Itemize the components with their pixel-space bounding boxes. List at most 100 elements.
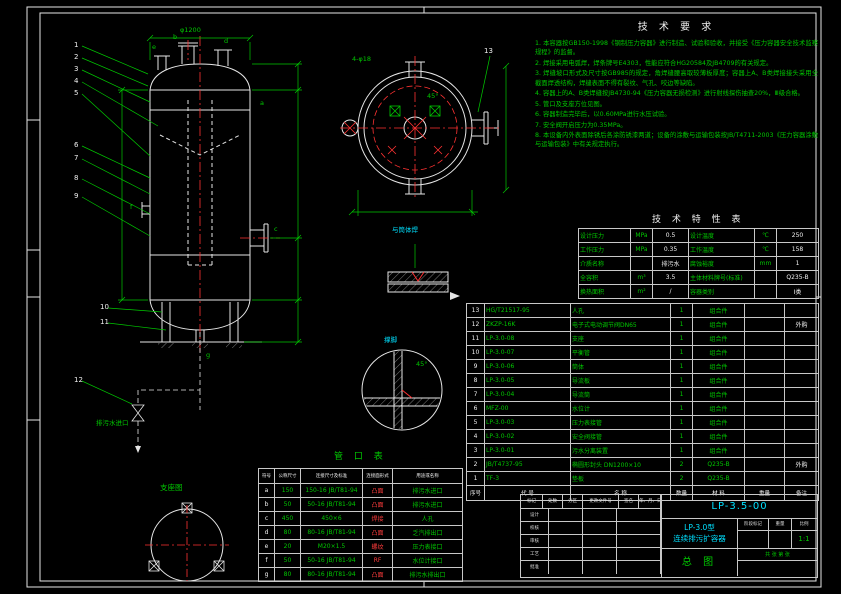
bom-row: 3 LP-3.0-01 污水分离装置 1 组合件 (466, 443, 819, 458)
bom-item-no: 10 (466, 345, 485, 360)
bom-code: LP-3.0-05 (484, 373, 571, 388)
bom-code: LP-3.0-08 (484, 331, 571, 346)
tech-label-2: 容器类别 (688, 284, 755, 299)
bom-code: LP-3.0-06 (484, 359, 571, 374)
nozzle-table-title: 管 口 表 (334, 452, 387, 462)
bom-name: 水位计 (570, 401, 671, 416)
tech-unit-2: ℃ (754, 228, 777, 243)
tech-label-1: 设计压力 (578, 228, 631, 243)
bom-qty: 1 (670, 331, 693, 346)
bom-weight (744, 415, 785, 430)
bom-weight (744, 359, 785, 374)
tech-requirement-item: 8. 本设备内外表面除锈后各涂防锈漆两道；设备的涂敷与运输包装按JB/T4711… (535, 131, 818, 149)
callout-2: 2 (74, 53, 79, 61)
tech-value-1: 3.5 (652, 270, 689, 285)
bom-row: 1 TF-3 垫板 2 Q235-B (466, 471, 819, 486)
bom-note: 外购 (784, 317, 819, 332)
bom-code: HG/T21517-95 (484, 303, 571, 318)
tech-unit-1: m³ (630, 270, 653, 285)
nozzle-face: 螺纹 (362, 539, 393, 554)
tech-requirement-item: 1. 本容器按GB150-1998《钢制压力容器》进行制造、试验和验收，并接受《… (535, 40, 818, 57)
scale-label: 比例 (799, 522, 809, 527)
nozzle-dn: 50 (274, 497, 301, 512)
bom-material: 组合件 (692, 317, 745, 332)
head-diameter-dim: φ1200 (180, 26, 201, 34)
bom-row: 2 JB/T4737-95 椭圆形封头 DN1200×10 2 Q235-B 外… (466, 457, 819, 472)
nozzle-use: 排污水排出口 (392, 567, 463, 582)
nozzle-face: 焊接 (362, 511, 393, 526)
nozzle-row: g 80 80-16 JB/T81-94 凸面 排污水排出口 (258, 567, 463, 582)
weld-note-1: 与筒体焊 (392, 226, 418, 234)
nozzle-dn: 80 (274, 525, 301, 540)
bom-item-no: 13 (466, 303, 485, 318)
bom-note (784, 345, 819, 360)
rev-header-doc: 更改文件号 (583, 495, 619, 508)
callout-7: 7 (74, 154, 79, 162)
bom-weight (744, 373, 785, 388)
callout-9: 9 (74, 192, 79, 200)
bom-material: 组合件 (692, 429, 745, 444)
bom-name: 垫板 (570, 471, 671, 486)
weld-detail-1 (387, 271, 460, 300)
bom-item-no: 5 (466, 415, 485, 430)
nozzle-row: f 50 50-16 JB/T81-94 RF 水位计接口 (258, 553, 463, 568)
revision-area: 标记 处数 分区 更改文件号 签名 年、月、日 设计 校核 审核 工艺 批准 (521, 495, 661, 577)
bom-weight (744, 443, 785, 458)
sign-label-review: 审核 (521, 535, 549, 547)
callout-6: 6 (74, 141, 79, 149)
bom-qty: 1 (670, 345, 693, 360)
nozzle-std: 150-16 JB/T81-94 (300, 483, 363, 498)
tech-table-row: 工作压力 MPa 0.35 工作温度 ℃ 158 (578, 242, 819, 257)
bom-code: LP-3.0-04 (484, 387, 571, 402)
nozzle-sym: a (258, 483, 275, 498)
callout-1: 1 (74, 41, 79, 49)
bom-note (784, 303, 819, 318)
bom-row: 6 MFZ-00 水位计 1 组合件 (466, 401, 819, 416)
sign-label-process: 工艺 (521, 548, 549, 560)
nozzle-sym: g (258, 567, 275, 582)
bom-name: 支座 (570, 331, 671, 346)
bom-qty: 1 (670, 415, 693, 430)
bom-row: 12 ZKZP-16K 电子式电动调节阀DN65 1 组合件 外购 (466, 317, 819, 332)
nozzle-use: 排污水进口 (392, 483, 463, 498)
bom-qty: 1 (670, 373, 693, 388)
nozzle-label-d: d (224, 37, 229, 45)
stage-label: 阶段标记 (738, 519, 769, 530)
tech-label-1: 全容积 (578, 270, 631, 285)
nozzle-sym: e (258, 539, 275, 554)
nozzle-std: 50-16 JB/T81-94 (300, 553, 363, 568)
bom-weight (744, 331, 785, 346)
bom-header-no: 序号 (466, 485, 485, 501)
support-centerlines (145, 505, 229, 581)
nozzle-label-g: g (206, 351, 211, 359)
bom-item-no: 12 (466, 317, 485, 332)
callout-4: 4 (74, 77, 79, 85)
rev-header-date: 年、月、日 (639, 495, 661, 508)
rev-header-sign: 签名 (619, 495, 639, 508)
bom-qty: 1 (670, 401, 693, 416)
bom-item-no: 8 (466, 373, 485, 388)
nozzle-dn: 150 (274, 483, 301, 498)
bom-material: 组合件 (692, 359, 745, 374)
callout-12: 12 (74, 376, 83, 384)
sign-label-check: 校核 (521, 522, 549, 534)
nozzle-header-dn: 公称尺寸 (274, 468, 301, 484)
bom-row: 10 LP-3.0-07 平衡管 1 组合件 (466, 345, 819, 360)
bom-item-no: 9 (466, 359, 485, 374)
bom-code: LP-3.0-03 (484, 415, 571, 430)
nozzle-use: 压力表接口 (392, 539, 463, 554)
bom-item-no: 3 (466, 443, 485, 458)
callout-3: 3 (74, 65, 79, 73)
bom-row: 5 LP-3.0-03 压力表接管 1 组合件 (466, 415, 819, 430)
bom-note (784, 373, 819, 388)
nozzle-dn: 20 (274, 539, 301, 554)
tech-requirement-item: 2. 焊接采用电弧焊，焊条牌号E4303，性能应符合HG20584及JB4709… (535, 59, 773, 67)
nozzle-sym: d (258, 525, 275, 540)
nozzle-label-a: a (260, 99, 264, 107)
tech-unit-2 (754, 284, 777, 299)
tech-label-2: 设计温度 (688, 228, 755, 243)
top-view-centerlines (340, 56, 500, 200)
tech-label-1: 换热面积 (578, 284, 631, 299)
tech-table-row: 设计压力 MPa 0.5 设计温度 ℃ 250 (578, 228, 819, 243)
bom-item-no: 6 (466, 401, 485, 416)
